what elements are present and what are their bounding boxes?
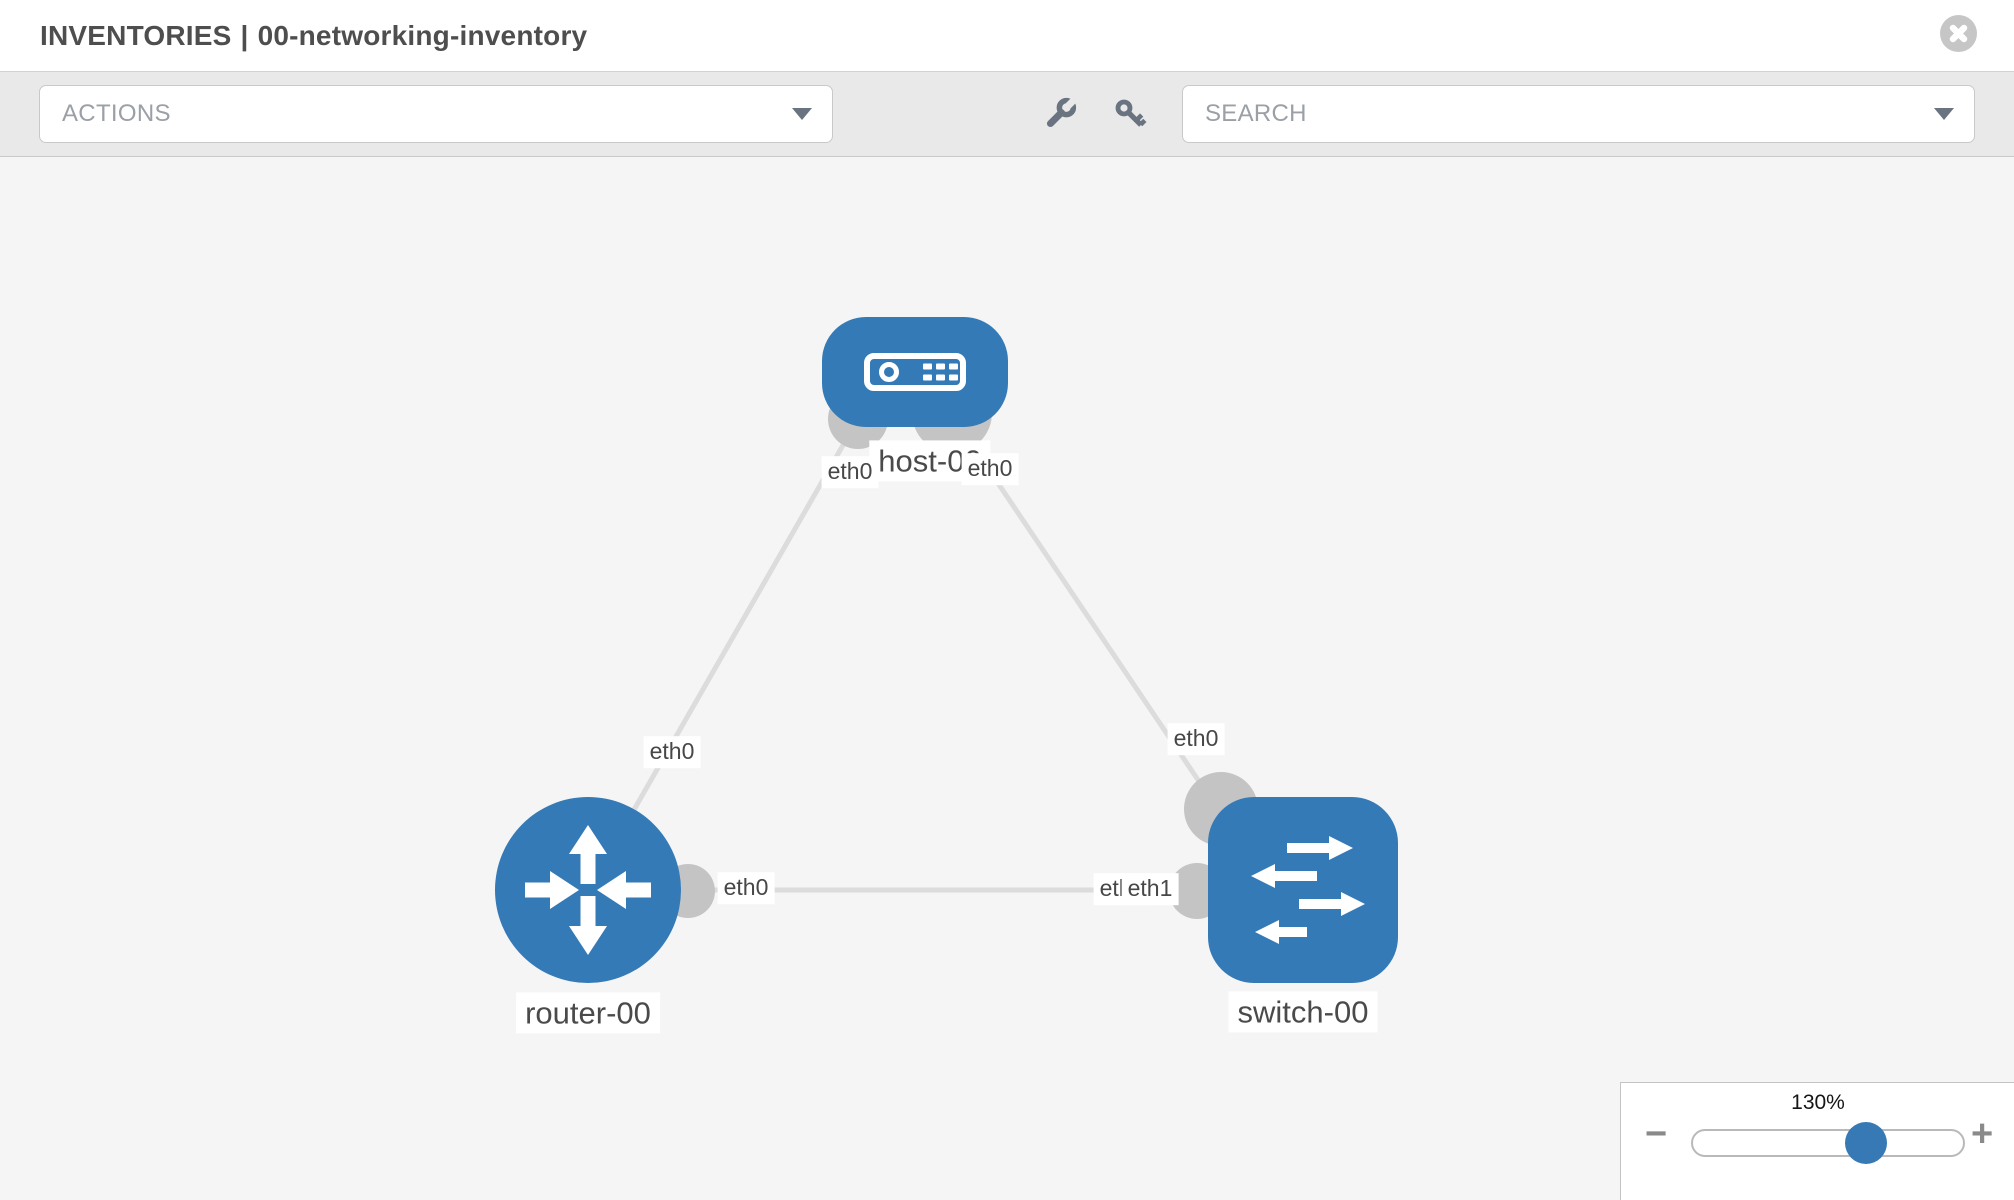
page-title-divider: | — [240, 19, 249, 51]
credentials-button[interactable] — [1106, 90, 1154, 138]
interface-label-switch-side-front: eth1 — [1121, 873, 1179, 905]
page-title-section: INVENTORIES — [40, 19, 232, 51]
configure-button[interactable] — [1036, 90, 1084, 138]
page-title: INVENTORIES|00-networking-inventory — [40, 20, 587, 52]
zoom-panel: 130% − + — [1620, 1082, 2014, 1200]
toolbar: ACTIONS SEA — [0, 72, 2014, 157]
interface-label-host-switch: eth0 — [1167, 723, 1225, 755]
router-icon — [525, 825, 651, 955]
close-button[interactable] — [1940, 15, 1977, 52]
host-icon — [864, 353, 966, 391]
chevron-down-icon — [1934, 108, 1954, 120]
inventory-name: 00-networking-inventory — [257, 19, 588, 51]
node-switch-00[interactable] — [1208, 797, 1398, 983]
zoom-slider-thumb[interactable] — [1845, 1122, 1887, 1164]
node-host-00[interactable] — [822, 317, 1008, 427]
chevron-down-icon — [792, 108, 812, 120]
search-dropdown[interactable]: SEARCH — [1182, 85, 1975, 143]
zoom-out-button[interactable]: − — [1645, 1113, 1668, 1155]
interface-label-host-right: eth0 — [961, 453, 1019, 485]
close-icon — [1949, 24, 1968, 43]
interface-label-router-side: eth0 — [717, 872, 775, 904]
zoom-in-button[interactable]: + — [1971, 1113, 1994, 1155]
panel-header: INVENTORIES|00-networking-inventory — [0, 0, 2014, 72]
wrench-icon — [1046, 97, 1077, 128]
node-label-switch: switch-00 — [1228, 991, 1378, 1033]
switch-icon — [1251, 836, 1365, 944]
node-router-00[interactable] — [495, 797, 681, 983]
actions-dropdown[interactable]: ACTIONS — [39, 85, 833, 143]
node-label-router: router-00 — [516, 992, 660, 1034]
zoom-level: 130% — [1791, 1091, 1845, 1114]
zoom-slider[interactable] — [1691, 1122, 1965, 1164]
interface-label-host-router: eth0 — [643, 736, 701, 768]
topology-canvas[interactable]: host-00 router-00 switch-00 eth0 eth0 et… — [0, 157, 2014, 1200]
search-dropdown-label: SEARCH — [1205, 100, 1307, 127]
interface-label-host-left: eth0 — [821, 456, 879, 488]
key-icon — [1115, 99, 1147, 127]
actions-dropdown-label: ACTIONS — [62, 100, 171, 127]
